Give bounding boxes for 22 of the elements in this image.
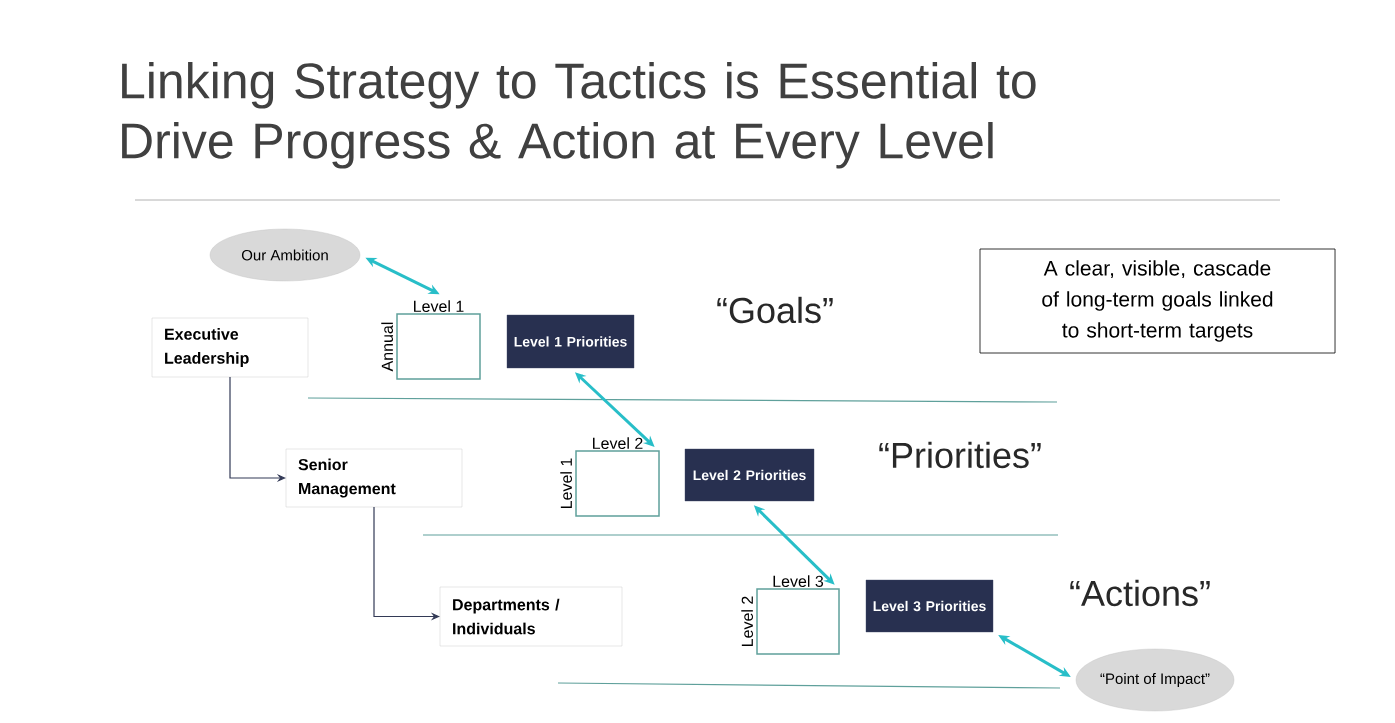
level-label: Level 2 — [593, 437, 643, 449]
level-label: Level 3 — [773, 575, 824, 587]
priority-box: Level 1 Priorities — [506, 314, 635, 369]
ellipse-node: Our Ambition — [209, 228, 361, 282]
ellipse-node: “Point of Impact” — [1075, 648, 1235, 712]
level-label: Level 1 — [414, 300, 464, 312]
level-label: Level 2 — [741, 596, 753, 646]
level-box — [396, 313, 481, 380]
priority-box: Level 2 Priorities — [684, 448, 815, 502]
level-box — [756, 588, 840, 655]
title: Linking Strategy to Tactics is Essential to Drive Progress & Action at Every Level — [122, 62, 1036, 169]
level-label: Annual — [381, 322, 393, 372]
level-label: Level 1 — [560, 458, 572, 508]
heading-text: “Goals” — [717, 296, 833, 324]
org-level-box: Senior Management — [285, 448, 463, 508]
priority-box: Level 3 Priorities — [865, 579, 994, 633]
heading-text: “Priorities” — [879, 441, 1041, 469]
callout-box: A clear, visible, cascade of long-term goals linked to short-term targets — [979, 248, 1336, 354]
heading-text: “Actions” — [1070, 579, 1210, 607]
level-box — [575, 450, 660, 517]
org-level-box: Departments / Individuals — [439, 586, 623, 647]
org-level-box: Executive Leadership — [151, 317, 309, 378]
